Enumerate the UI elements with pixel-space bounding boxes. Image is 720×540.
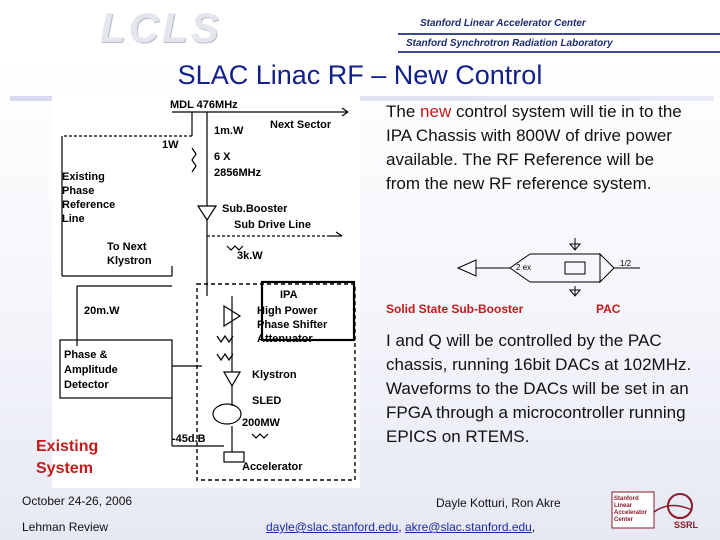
label-sub-drive: Sub Drive Line <box>234 219 311 231</box>
label-klystron: Klystron <box>252 369 297 381</box>
email-trailing: , <box>531 520 536 534</box>
label-freq: 2856MHz <box>214 167 262 179</box>
existing-system-label: Existing System <box>36 436 126 480</box>
label-pad-3: Detector <box>64 379 109 391</box>
rf-schematic-svg: MDL 476MHz Next Sector 1W 1m.W 6 X 2856M… <box>59 99 356 481</box>
footer-date: October 24-26, 2006 <box>22 494 133 508</box>
slide-title: SLAC Linac RF – New Control <box>177 60 543 90</box>
badge-stanford: Stanford <box>614 496 639 502</box>
paragraph-new-control: The new control system will tie in to th… <box>386 100 686 196</box>
label-subbooster: Sub.Booster <box>222 203 288 215</box>
label-ipa: IPA <box>280 289 298 301</box>
pac-label-half: 1/2 <box>620 259 632 268</box>
header-divider <box>398 33 720 35</box>
label-pad-1: Phase & <box>64 349 107 361</box>
badge-accelerator: Accelerator <box>614 510 648 516</box>
slide-header: LCLS Stanford Linear Accelerator Center … <box>0 0 720 56</box>
footer-authors: Dayle Kotturi, Ron Akre <box>436 496 561 510</box>
pac-schematic: 2 ex 1/2 <box>450 230 650 300</box>
footer-review: Lehman Review <box>22 520 109 534</box>
badge-linear: Linear <box>614 503 633 509</box>
lab-name-ssrl: Stanford Synchrotron Radiation Laborator… <box>406 38 613 49</box>
label-hpps-2: Phase Shifter <box>257 319 328 331</box>
label-mdl: MDL 476MHz <box>170 99 238 111</box>
solid-state-sub-booster-label: Solid State Sub-Booster <box>386 302 524 316</box>
paragraph-iq-control: I and Q will be controlled by the PAC ch… <box>386 331 692 446</box>
email-separator: , <box>398 520 405 534</box>
lab-name-slac: Stanford Linear Accelerator Center <box>420 18 586 29</box>
pac-schematic-svg: 2 ex 1/2 <box>456 238 640 297</box>
title-underline <box>10 96 714 101</box>
label-existing-phase-1: Existing <box>62 171 105 183</box>
label-existing-phase-4: Line <box>62 213 85 225</box>
existing-system-line-2: System <box>36 460 93 477</box>
label-to-next-1: To Next <box>107 241 147 253</box>
label-20mw: 20m.W <box>84 305 120 317</box>
lcls-logo: LCLS <box>100 4 222 51</box>
label-minus45: -45d.B <box>172 433 206 445</box>
pac-label: PAC <box>596 302 621 316</box>
header-divider-bottom <box>398 51 720 53</box>
slac-ssrl-logo: Stanford Linear Accelerator Center SSRL <box>610 490 710 532</box>
label-to-next-2: Klystron <box>107 255 152 267</box>
label-next-sector: Next Sector <box>270 119 332 131</box>
email-link-kotturi[interactable]: dayle@slac.stanford.edu <box>266 520 399 534</box>
label-pad-2: Amplitude <box>64 364 118 376</box>
existing-system-line-1: Existing <box>36 438 99 455</box>
label-6x: 6 X <box>214 151 231 163</box>
badge-center: Center <box>614 517 634 523</box>
label-attenuator: Attenuator <box>257 333 313 345</box>
label-existing-phase-3: Reference <box>62 199 115 211</box>
label-existing-phase-2: Phase <box>62 185 94 197</box>
label-1mw: 1m.W <box>214 125 244 137</box>
label-hpps-1: High Power <box>257 305 318 317</box>
label-sled: SLED <box>252 395 281 407</box>
para1-after: control system will tie in to the IPA Ch… <box>386 102 682 193</box>
badge-ssrl: SSRL <box>674 520 699 530</box>
rf-schematic: MDL 476MHz Next Sector 1W 1m.W 6 X 2856M… <box>52 96 360 488</box>
para1-highlight: new <box>420 102 452 121</box>
label-3kw: 3k.W <box>237 250 263 262</box>
slac-ssrl-logo-svg: Stanford Linear Accelerator Center SSRL <box>611 491 699 530</box>
label-200mw: 200MW <box>242 417 281 429</box>
pac-label-2ex: 2 ex <box>516 263 531 272</box>
footer-emails: dayle@slac.stanford.edu, akre@slac.stanf… <box>266 520 535 534</box>
label-1w: 1W <box>162 139 179 151</box>
label-accelerator: Accelerator <box>242 461 303 473</box>
email-link-akre[interactable]: akre@slac.stanford.edu <box>404 520 532 534</box>
para1-before: The <box>386 102 421 121</box>
